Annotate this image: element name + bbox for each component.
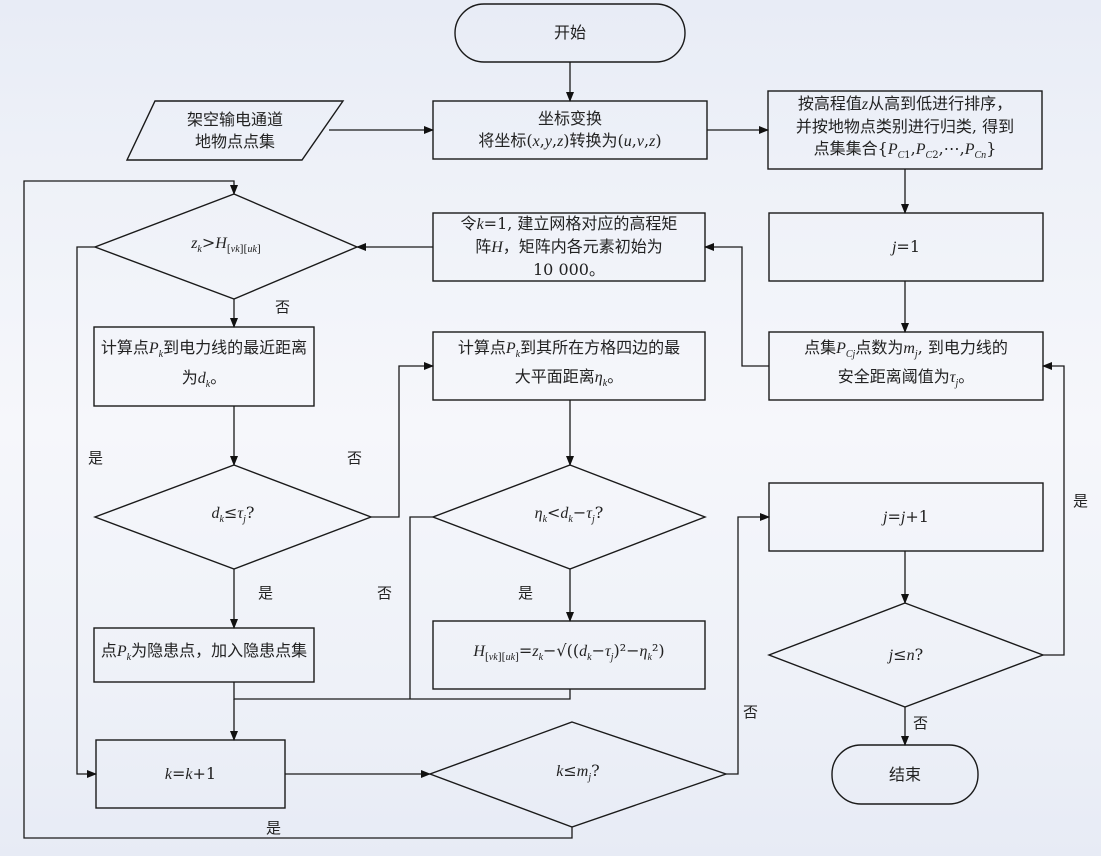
- j-init-box: [768, 212, 1044, 282]
- k-inc-box: [95, 739, 286, 809]
- cond-k-diamond: [427, 721, 729, 828]
- label-condj-yes: 是: [1073, 492, 1089, 510]
- edge-setinfo-kinit: [704, 243, 769, 367]
- j-inc-box: [768, 482, 1044, 552]
- sort-box: [767, 90, 1043, 170]
- label-condeta-yes: 是: [518, 584, 534, 602]
- start-terminator: [454, 3, 686, 63]
- set-info-box: [768, 331, 1044, 401]
- edge-condeta-merge: [409, 516, 433, 699]
- input-data-shape: [125, 100, 345, 161]
- label-condeta-no: 否: [377, 584, 393, 602]
- edge-condz-kinc: [76, 246, 97, 778]
- label-condk-no: 否: [743, 703, 759, 721]
- edge-condk-yes-loop: [23, 180, 573, 839]
- calc-d-box: [93, 326, 315, 407]
- label-condk-yes: 是: [266, 819, 282, 837]
- calc-eta-box: [432, 331, 706, 401]
- transform-box: [432, 100, 708, 160]
- label-condd-yes: 是: [258, 584, 274, 602]
- edge-hazard-merge: [233, 682, 571, 700]
- cond-eta-diamond: [431, 464, 707, 570]
- cond-d-diamond: [93, 464, 373, 570]
- label-condz-yes: 是: [88, 449, 104, 467]
- edge-condd-calceta: [371, 362, 434, 518]
- cond-z-diamond: [93, 193, 359, 300]
- end-terminator: [831, 744, 979, 805]
- label-condj-no: 否: [913, 714, 929, 732]
- hazard-box: [93, 627, 315, 683]
- label-condd-no: 否: [347, 449, 363, 467]
- k-init-box: [432, 212, 706, 282]
- edge-condk-jinc: [726, 513, 770, 775]
- cond-j-diamond: [767, 602, 1045, 708]
- edge-condj-setinfo: [1042, 362, 1065, 656]
- update-h-box: [432, 620, 706, 690]
- label-condz-no: 否: [275, 298, 291, 316]
